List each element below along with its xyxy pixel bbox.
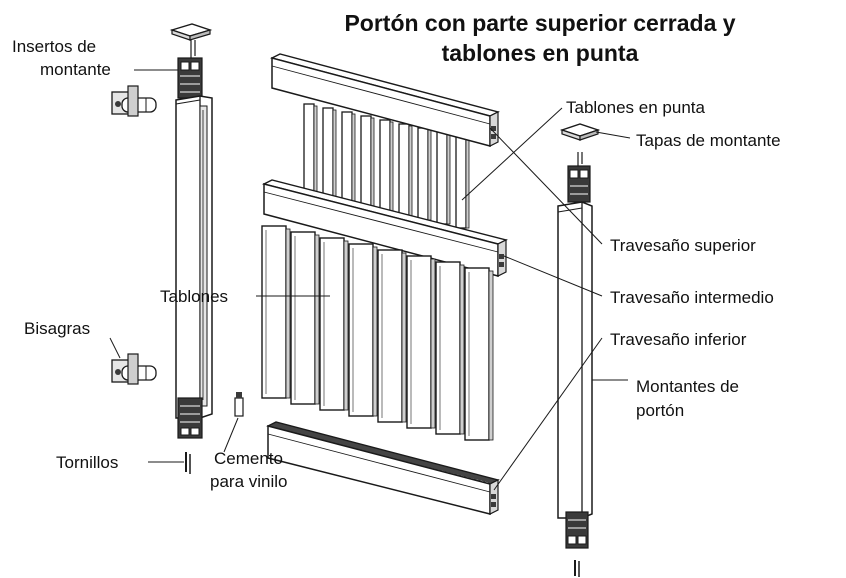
leader-bottom-rail: [493, 337, 603, 491]
pointed-picket: [322, 107, 337, 201]
picket: [290, 231, 320, 405]
label-pickets: Tablones: [160, 287, 229, 306]
pointed-picket: [417, 127, 432, 221]
label-post-inserts-line2: montante: [40, 60, 111, 79]
right-post-cap: [559, 123, 601, 166]
right-post-insert-bottom: [565, 511, 589, 549]
leader-lines: [109, 69, 631, 491]
pointed-picket: [455, 135, 470, 229]
label-pointed-pickets: Tablones en punta: [566, 98, 705, 117]
pointed-picket: [303, 103, 318, 197]
left-post-insert-bottom: [177, 397, 203, 439]
right-post-insert-top: [567, 165, 591, 203]
diagram-title-line2: tablones en punta: [441, 40, 639, 66]
bottom-rail: [266, 421, 500, 515]
picket: [406, 255, 436, 429]
diagram-title-line1: Portón con parte superior cerrada y: [344, 10, 736, 36]
label-post-caps: Tapas de montante: [636, 131, 781, 150]
hinge-top: [111, 85, 157, 117]
leader-hinges: [109, 337, 121, 359]
left-post: [175, 95, 213, 419]
picket: [377, 249, 407, 423]
label-top-rail: Travesaño superior: [610, 236, 756, 255]
pointed-picket: [360, 115, 375, 209]
pointed-picket: [379, 119, 394, 213]
screws-left: [185, 452, 191, 474]
left-post-cap: [169, 23, 213, 58]
leader-middle-rail: [503, 255, 603, 297]
label-middle-rail: Travesaño intermedio: [610, 288, 774, 307]
leader-pointed-pickets: [461, 107, 563, 201]
pickets-group: [261, 225, 494, 441]
leader-post-caps: [595, 131, 631, 139]
leader-cement: [223, 417, 239, 453]
picket: [319, 237, 349, 411]
picket: [435, 261, 465, 435]
leader-top-rail: [489, 127, 603, 245]
label-bottom-rail: Travesaño inferior: [610, 330, 747, 349]
vinyl-cement-tube: [234, 392, 244, 417]
label-hinges: Bisagras: [24, 319, 91, 338]
label-screws: Tornillos: [56, 453, 119, 472]
label-cement-line2: para vinilo: [210, 472, 288, 491]
top-rail: [270, 53, 500, 147]
label-post-inserts-line1: Insertos de: [12, 37, 97, 56]
screws-right: [574, 560, 580, 577]
label-gate-posts-line1: Montantes de: [636, 377, 740, 396]
picket: [348, 243, 378, 417]
left-post-insert-top: [177, 57, 203, 99]
label-gate-posts-line2: portón: [636, 401, 685, 420]
hinge-bottom: [111, 353, 157, 385]
pointed-picket: [341, 111, 356, 205]
picket: [464, 267, 494, 441]
pointed-picket: [436, 131, 451, 225]
picket: [261, 225, 291, 399]
middle-rail: [262, 179, 508, 277]
pointed-picket: [398, 123, 413, 217]
label-cement-line1: Cemento: [214, 449, 283, 468]
